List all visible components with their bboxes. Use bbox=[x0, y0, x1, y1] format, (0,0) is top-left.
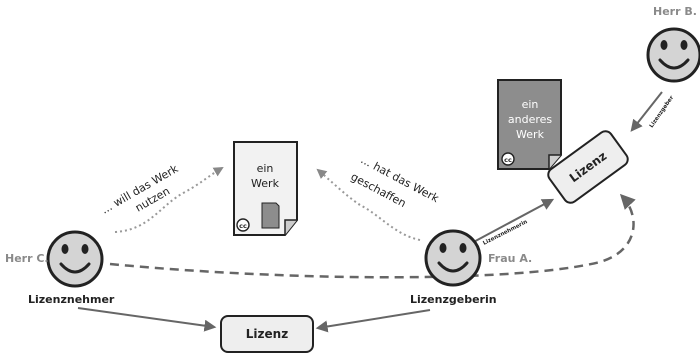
license-box-bottom: Lizenz bbox=[220, 315, 314, 353]
svg-text:cc: cc bbox=[239, 222, 247, 230]
name-herr-c: Herr C. bbox=[5, 252, 49, 265]
smiley-herr-c-icon bbox=[46, 230, 104, 288]
role-lizenznehmer: Lizenznehmer bbox=[28, 293, 115, 306]
arrow-herr-b-to-license bbox=[630, 91, 663, 132]
name-frau-a: Frau A. bbox=[488, 252, 532, 265]
arrow-c-to-bottom-license bbox=[77, 307, 217, 332]
dashed-relation-line bbox=[109, 193, 636, 279]
license-bottom-label: Lizenz bbox=[246, 327, 288, 341]
smiley-frau-a-icon bbox=[424, 229, 482, 287]
role-lizenzgeberin: Lizenzgeberin bbox=[410, 293, 497, 306]
cc-badge-icon: cc bbox=[236, 218, 250, 232]
doc-werk-line2: Werk bbox=[251, 177, 280, 190]
arrow-frau-to-license bbox=[467, 198, 555, 246]
license-box-top: Lizenz bbox=[547, 130, 629, 204]
document-werk: ein Werk cc bbox=[233, 141, 298, 236]
svg-text:cc: cc bbox=[504, 156, 512, 164]
doc-werk-line1: ein bbox=[257, 162, 274, 175]
name-herr-b: Herr B. bbox=[653, 5, 697, 18]
smiley-herr-b-icon bbox=[646, 27, 700, 83]
label-lizenzgeber: Lizenzgeber bbox=[649, 95, 676, 129]
doc-anderes-line2: anderes bbox=[508, 113, 553, 126]
doc-anderes-line3: Werk bbox=[516, 128, 545, 141]
cc-badge-icon: cc bbox=[501, 152, 515, 166]
doc-anderes-line1: ein bbox=[522, 98, 539, 111]
dotted-arrow-from-frau bbox=[316, 168, 421, 241]
document-anderes-werk: ein anderes Werk cc bbox=[497, 79, 562, 170]
arrow-frau-to-bottom-license bbox=[315, 309, 431, 333]
